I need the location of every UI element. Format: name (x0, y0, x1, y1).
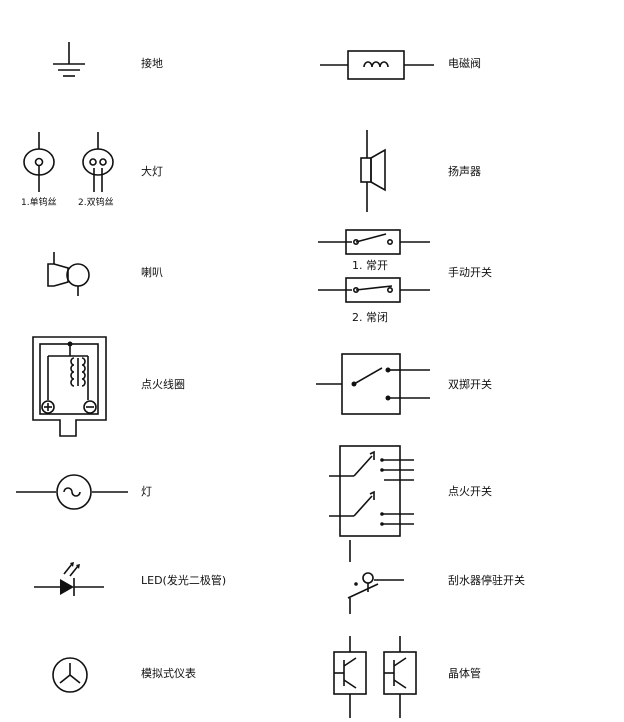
headlamp-label: 大灯 (141, 165, 163, 178)
transistor-label: 晶体管 (448, 667, 481, 680)
solenoid-valve-symbol (320, 50, 434, 80)
double-throw-switch-symbol (316, 353, 430, 415)
loudspeaker-symbol (360, 130, 386, 212)
ground-label: 接地 (141, 57, 163, 70)
manual-switch-sub-label-closed: 2. 常闭 (352, 311, 388, 324)
manual-switch-label: 手动开关 (448, 266, 492, 279)
solenoid-valve-label: 电磁阀 (448, 57, 481, 70)
headlamp-symbol (23, 132, 114, 192)
ignition-switch-label: 点火开关 (448, 485, 492, 498)
lamp-symbol (16, 474, 128, 510)
analog-meter-label: 模拟式仪表 (141, 667, 196, 680)
manual-switch-symbol (318, 229, 430, 303)
headlamp-sub-label-single: 1.单钨丝 (21, 198, 57, 208)
ignition-coil-label: 点火线圈 (141, 378, 185, 391)
wiper-park-switch-symbol (347, 540, 404, 614)
loudspeaker-label: 扬声器 (448, 165, 481, 178)
ground-symbol (53, 42, 85, 77)
horn-label: 喇叭 (141, 266, 163, 279)
transistor-symbol (333, 636, 417, 718)
analog-meter-symbol (52, 657, 88, 693)
wiper-park-switch-label: 刮水器停驻开关 (448, 574, 525, 587)
led-label: LED(发光二极管) (141, 574, 227, 587)
led-symbol (34, 562, 104, 596)
headlamp-sub-label-double: 2.双钨丝 (78, 198, 114, 208)
ignition-switch-symbol (329, 445, 414, 537)
horn-symbol (47, 252, 90, 296)
ignition-coil-symbol (32, 336, 107, 437)
lamp-label: 灯 (141, 485, 152, 498)
double-throw-switch-label: 双掷开关 (448, 378, 492, 391)
manual-switch-sub-label-open: 1. 常开 (352, 259, 388, 272)
